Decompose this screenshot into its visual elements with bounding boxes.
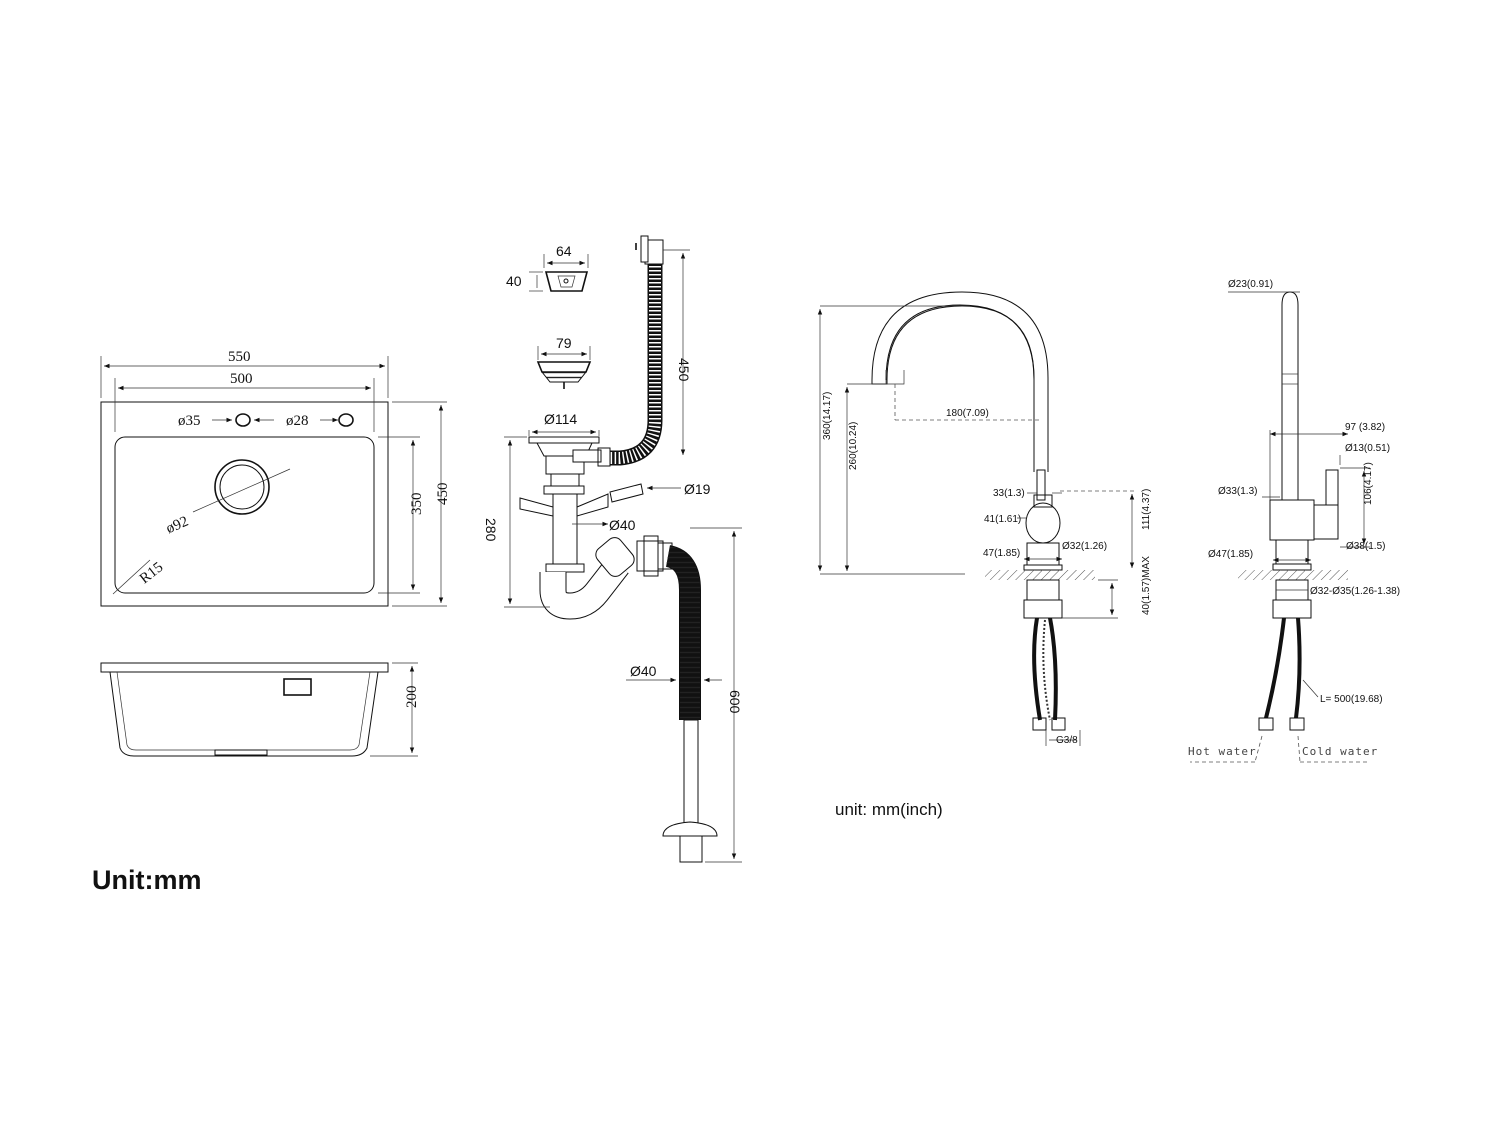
d33-label: 33(1.3)	[993, 488, 1025, 499]
unit-inch-label: unit: mm(inch)	[835, 800, 943, 819]
drain-diameter-label: ø92	[164, 514, 191, 538]
tap-hole-35	[235, 413, 251, 427]
outer-width-label: 550	[228, 349, 251, 365]
drain-flange	[528, 436, 600, 444]
sink-side-view: 200	[100, 662, 420, 757]
drain-hole	[214, 459, 270, 515]
deck-plate	[985, 570, 1095, 580]
outer-length-label: 450	[435, 483, 451, 506]
d38-label: Ø38(1.5)	[1346, 541, 1385, 552]
outlet-length-label: 600	[727, 690, 743, 714]
faucet-front-view: Hot water Cold water Ø23(0.91) 97 (3.82)…	[1188, 279, 1400, 763]
overflow-height-label: 40	[506, 273, 522, 289]
faucet-body	[1025, 502, 1061, 544]
drain-kit-drawing: 64 40 79 Ø19 Ø114	[483, 235, 743, 863]
overflow-slot	[283, 678, 312, 696]
basket-diameter-label: 79	[556, 335, 572, 351]
handle-height-label: 106(4.17)	[1363, 462, 1374, 505]
inner-length-label: 350	[409, 493, 425, 516]
sink-outer-rim	[100, 401, 389, 607]
sink-bowl	[114, 436, 375, 594]
handle-width-label: 97 (3.82)	[1345, 422, 1385, 433]
d47-front-label: Ø47(1.85)	[1208, 549, 1253, 560]
faucet-side-view: 180(7.09) 360(14.17) 260(10.24) 33(1.3) …	[817, 291, 1152, 819]
faucet-handle	[1036, 469, 1046, 501]
reach-label: 180(7.09)	[946, 408, 989, 419]
cold-water-label: Cold water	[1302, 745, 1378, 758]
d13-label: Ø13(0.51)	[1345, 443, 1390, 454]
hot-water-label: Hot water	[1188, 745, 1257, 758]
drain-height-label: 280	[483, 518, 499, 542]
body-diameter-label: Ø32(1.26)	[1062, 541, 1107, 552]
overflow-width-label: 64	[556, 243, 572, 259]
hole-35-label: ø35	[178, 413, 201, 429]
thread-label: G3/8	[1056, 735, 1078, 746]
deck-max-label: 40(1.57)MAX	[1141, 556, 1152, 615]
top-diameter-label: Ø23(0.91)	[1228, 279, 1273, 290]
hose-length-label: L= 500(19.68)	[1320, 694, 1383, 705]
radius-label: R15	[137, 559, 167, 587]
hole-range-label: Ø32-Ø35(1.26-1.38)	[1310, 586, 1400, 597]
d33-front-label: Ø33(1.3)	[1218, 486, 1257, 497]
total-height-label: 360(14.17)	[822, 392, 833, 440]
side-handle	[1313, 504, 1339, 540]
hot-hose-nut	[1258, 717, 1274, 731]
faucet-column	[1281, 291, 1299, 500]
spout-height-label: 260(10.24)	[848, 422, 859, 470]
depth-label: 200	[404, 686, 420, 709]
trap-pipe-label: Ø40	[609, 517, 636, 533]
d41-label: 41(1.61)	[984, 514, 1021, 525]
overflow-cover	[544, 271, 589, 292]
inner-width-label: 500	[230, 371, 253, 387]
strainer-basket	[536, 361, 592, 373]
cold-hose-nut	[1289, 717, 1305, 731]
outlet-pipe-label: Ø40	[630, 663, 657, 679]
unit-mm-label: Unit:mm	[92, 865, 202, 895]
sink-top-view: ø35 ø28 ø92 R15 550 500 350 450	[100, 349, 451, 607]
body-height-label: 111(4.37)	[1141, 489, 1152, 530]
tap-hole-28	[338, 413, 354, 427]
d47-label: 47(1.85)	[983, 548, 1020, 559]
overflow-hose-length-label: 450	[676, 358, 692, 382]
outlet-collar	[662, 821, 718, 837]
faucet-spout	[871, 291, 1049, 472]
flange-diameter-label: Ø114	[544, 411, 577, 427]
small-pipe-label: Ø19	[684, 481, 711, 497]
hole-28-label: ø28	[286, 413, 309, 429]
trap-elbow	[595, 537, 635, 577]
